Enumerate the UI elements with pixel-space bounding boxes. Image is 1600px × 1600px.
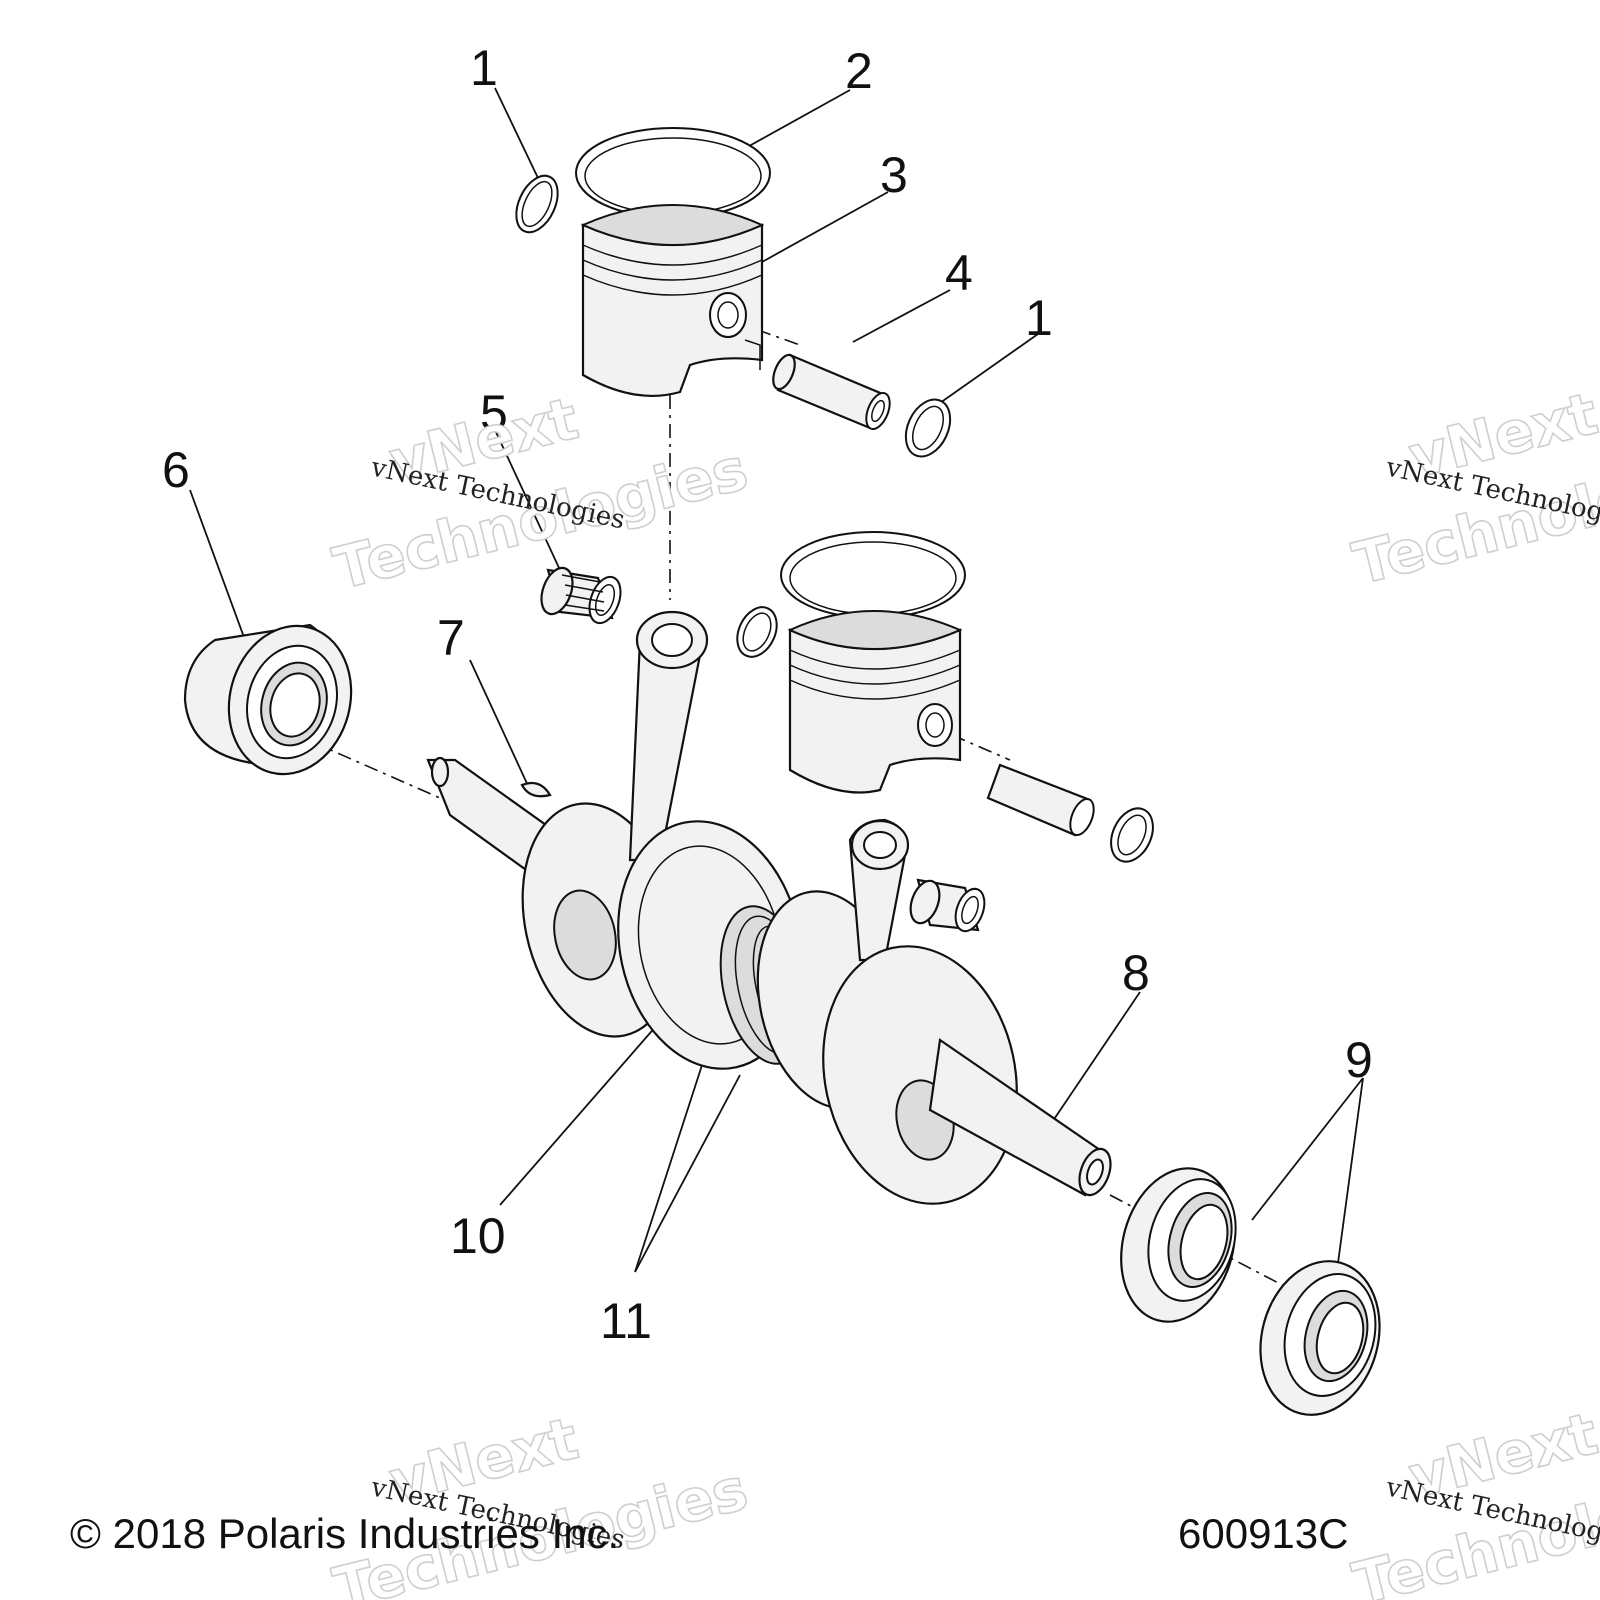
pin-icon — [986, 763, 1095, 837]
callout-3: 3 — [880, 147, 908, 203]
diagram-id: 600913C — [1178, 1510, 1348, 1557]
callout-8: 8 — [1122, 945, 1150, 1001]
bearing-seal-icon — [1120, 1167, 1237, 1323]
key-icon — [520, 781, 552, 798]
callout-6: 6 — [162, 442, 190, 498]
callout-11: 11 — [600, 1293, 652, 1349]
callout-labels: 1 2 3 4 1 5 6 7 8 9 10 11 — [162, 40, 1373, 1349]
watermark-bottom-right: vNext Technologies — [1346, 1398, 1600, 1600]
pin-icon — [772, 353, 891, 431]
callout-2: 2 — [845, 43, 873, 99]
leader-lines — [189, 87, 1364, 1323]
bearing-seal-icon — [1259, 1260, 1381, 1416]
piston-ring-icon — [575, 127, 771, 219]
ball-bearing-icon — [183, 623, 353, 776]
retaining-ring-icon — [904, 398, 952, 458]
callout-7: 7 — [437, 610, 465, 666]
callout-9: 9 — [1345, 1032, 1373, 1088]
callout-4: 4 — [945, 245, 973, 301]
retaining-ring-icon — [515, 174, 559, 234]
needle-bearing-icon — [909, 878, 986, 933]
needle-bearing-icon — [540, 566, 622, 625]
piston-ring-icon — [736, 531, 966, 658]
piston-icon — [580, 204, 765, 397]
copyright-text: © 2018 Polaris Industries Inc. — [70, 1510, 619, 1557]
callout-1-upper: 1 — [470, 40, 498, 96]
callout-10: 10 — [450, 1208, 506, 1264]
crankshaft-icon — [426, 610, 1112, 1205]
callout-5: 5 — [480, 385, 508, 441]
piston-icon — [787, 610, 963, 794]
callout-1-right: 1 — [1025, 290, 1053, 346]
retaining-ring-icon — [1110, 807, 1154, 863]
